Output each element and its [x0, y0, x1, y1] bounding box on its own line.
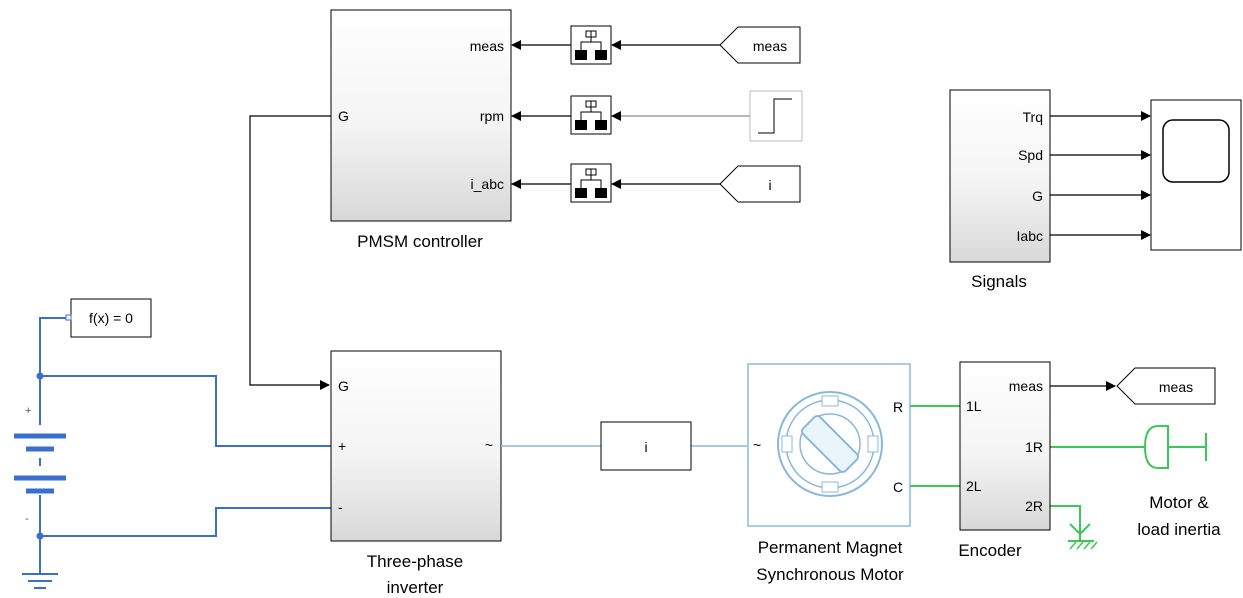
signals-port-iabc: Iabc — [1017, 228, 1043, 244]
inverter-port-ac: ~ — [485, 437, 493, 453]
controller-input-signals — [511, 40, 750, 189]
encoder-port-1r: 1R — [1025, 439, 1043, 455]
encoder-port-1l: 1L — [966, 398, 982, 414]
electrical-ground-icon — [22, 573, 58, 589]
current-sensor-label: i — [644, 439, 647, 455]
step-block[interactable] — [749, 90, 803, 142]
motor-port-c: C — [893, 479, 903, 495]
solver-label: f(x) = 0 — [89, 310, 133, 326]
controller-port-g: G — [338, 108, 349, 124]
controller-caption: PMSM controller — [357, 232, 483, 251]
encoder-caption: Encoder — [958, 541, 1022, 560]
svg-text:meas: meas — [753, 38, 787, 54]
inverter-port-minus: - — [338, 499, 343, 515]
signals-port-trq: Trq — [1023, 109, 1043, 125]
gate-signal-line — [249, 115, 331, 390]
battery-minus: - — [25, 513, 29, 525]
signals-caption: Signals — [971, 272, 1027, 291]
inertia-caption-line2: load inertia — [1137, 520, 1221, 539]
encoder-port-2l: 2L — [966, 478, 982, 494]
scope-block[interactable] — [1150, 99, 1242, 251]
signals-port-g: G — [1032, 188, 1043, 204]
pmsm-controller-block[interactable]: G meas rpm i_abc — [330, 9, 512, 222]
battery-plus: + — [25, 405, 31, 417]
rate-transition-i[interactable] — [570, 163, 612, 203]
encoder-port-2r: 2R — [1025, 498, 1043, 514]
signals-block[interactable]: Trq Spd G Iabc — [949, 89, 1051, 263]
inverter-port-plus: + — [338, 438, 346, 454]
svg-text:i: i — [768, 177, 771, 193]
electrical-wiring — [36, 314, 331, 574]
encoder-port-meas: meas — [1009, 378, 1043, 394]
controller-port-rpm: rpm — [480, 108, 504, 124]
controller-port-meas: meas — [470, 38, 504, 54]
from-tag-meas[interactable]: meas — [719, 26, 801, 64]
rate-transition-meas[interactable] — [570, 25, 612, 65]
dc-voltage-source[interactable]: + - — [14, 405, 66, 525]
from-tag-i[interactable]: i — [719, 165, 801, 203]
signals-to-scope-lines — [1050, 111, 1151, 240]
mechanical-wiring — [910, 405, 1145, 528]
inertia-block[interactable] — [1143, 425, 1207, 469]
signals-port-spd: Spd — [1018, 147, 1043, 163]
current-sensor-goto[interactable]: i — [600, 421, 692, 471]
motor-port-ac: ~ — [753, 437, 761, 453]
pmsm-motor-block[interactable]: ~ R C — [747, 363, 911, 527]
motor-caption-line2: Synchronous Motor — [756, 565, 904, 584]
goto-tag-meas[interactable]: meas — [1116, 367, 1216, 405]
rate-transition-rpm[interactable] — [570, 95, 612, 135]
solver-configuration-block[interactable]: f(x) = 0 — [70, 298, 152, 338]
inverter-caption-line1: Three-phase — [367, 552, 463, 571]
inertia-caption-line1: Motor & — [1149, 493, 1209, 512]
motor-icon — [777, 391, 883, 497]
mechanical-reference-icon — [1068, 523, 1098, 550]
inverter-caption-line2: inverter — [387, 578, 444, 597]
inverter-port-g: G — [338, 378, 349, 394]
motor-caption-line1: Permanent Magnet — [758, 538, 903, 557]
svg-text:meas: meas — [1159, 379, 1193, 395]
encoder-block[interactable]: 1L 2L meas 1R 2R — [959, 361, 1051, 531]
motor-port-r: R — [893, 399, 903, 415]
three-phase-inverter-block[interactable]: G + - ~ — [330, 350, 502, 542]
controller-port-i-abc: i_abc — [471, 176, 504, 192]
